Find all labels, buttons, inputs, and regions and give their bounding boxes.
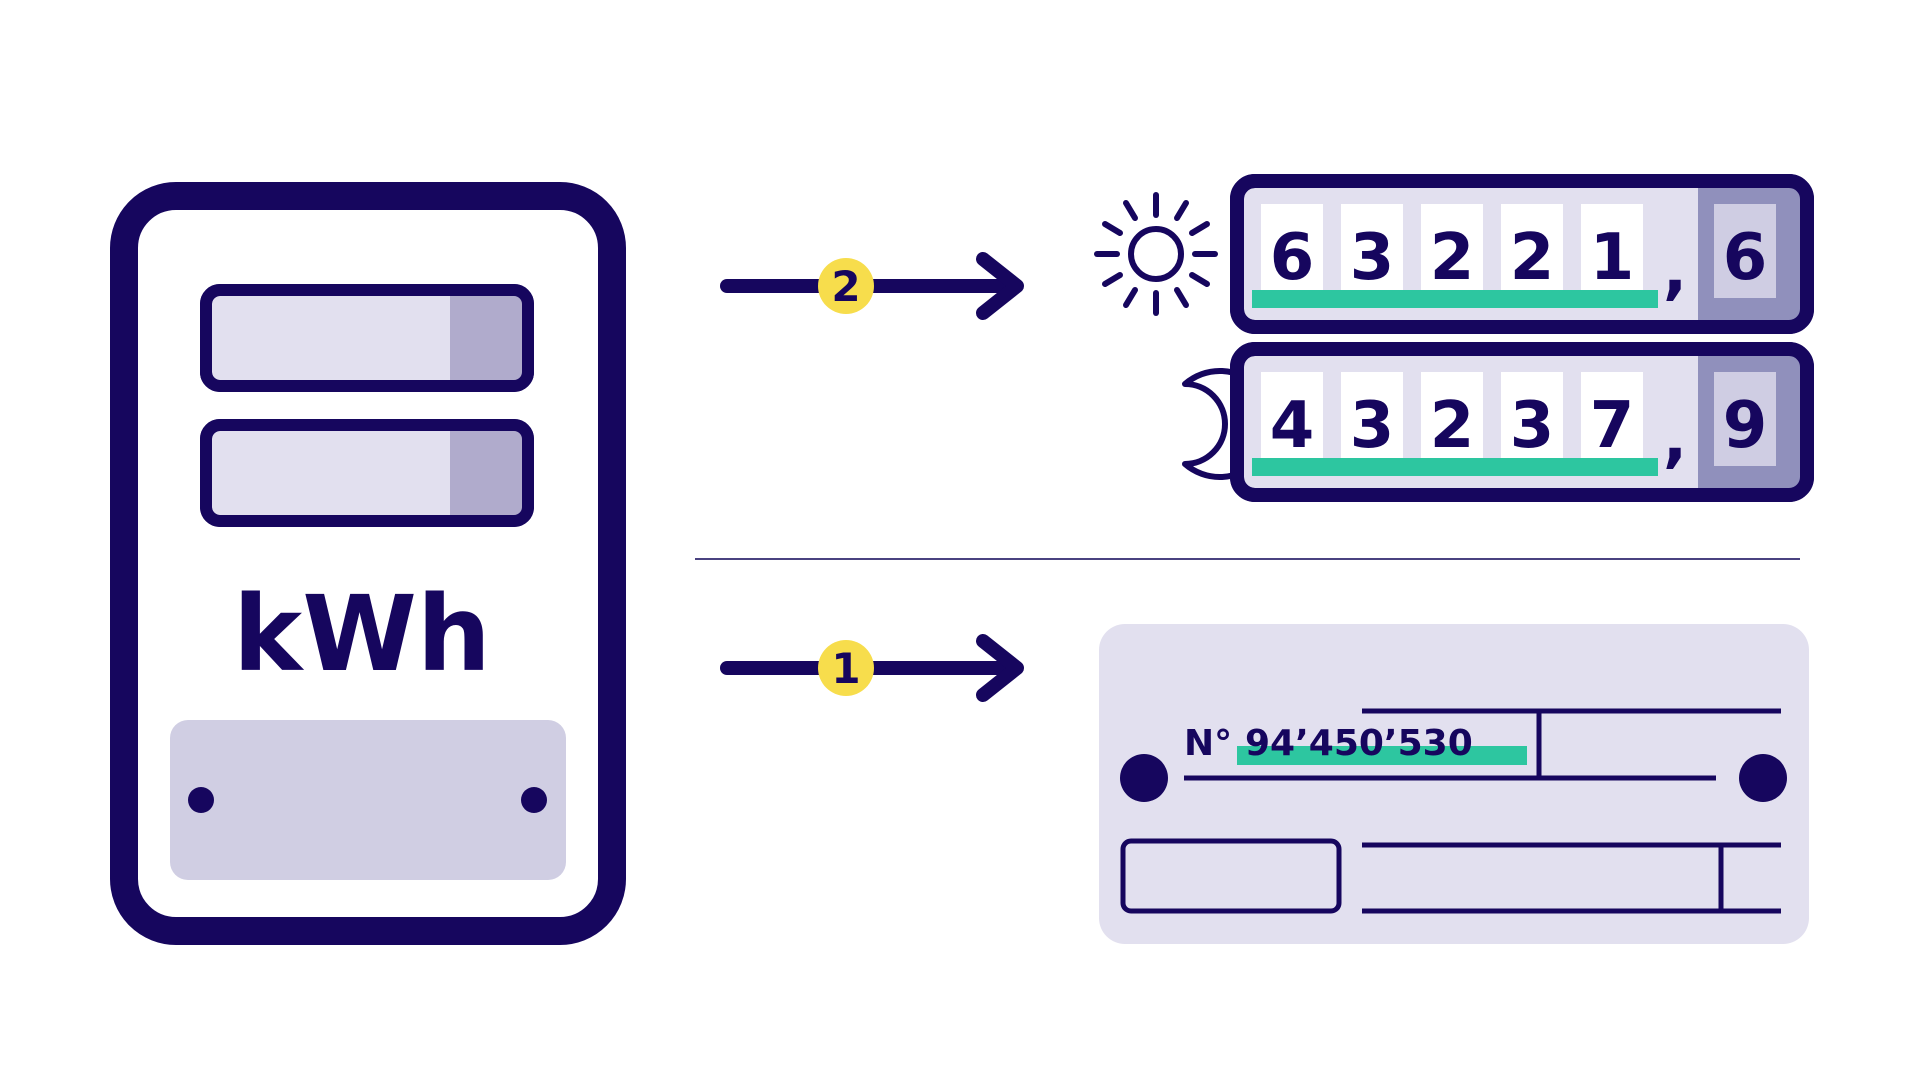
step-badge-1 [818,640,874,696]
step-number-1: 1 [831,644,860,693]
night-digit-box [1421,372,1483,466]
serial-number-prefix: N° [1184,723,1232,764]
night-highlight-bar [1252,458,1658,476]
serial-number: 94’450’530 [1245,723,1473,764]
arrow-to-readings: 2 [720,252,1024,320]
day-decimal-separator: , [1663,234,1687,308]
nameplate: N° 94’450’530 [1099,624,1809,944]
screw-right [521,787,547,813]
day-decimal-digit: 6 [1723,221,1768,295]
night-digit-box [1341,372,1403,466]
nameplate-screw-right [1739,754,1787,802]
night-decimal-box [1714,372,1776,466]
meter-unit-label: kWh [233,573,491,695]
nameplate-screw-left [1120,754,1168,802]
day-highlight-bar [1252,290,1658,308]
day-digit: 2 [1430,221,1475,295]
arrow-to-nameplate: 1 [720,634,1024,702]
night-digit: 4 [1270,389,1315,463]
night-decimal-digit: 9 [1723,389,1768,463]
sun-icon [1094,192,1218,316]
day-digit-box [1261,204,1323,298]
serial-highlight-bar [1237,746,1527,765]
night-digit: 3 [1350,389,1395,463]
day-digit-box [1341,204,1403,298]
day-digit-box [1501,204,1563,298]
day-digit: 6 [1270,221,1315,295]
step-number-2: 2 [831,262,860,311]
day-digit-box [1421,204,1483,298]
day-digit: 3 [1350,221,1395,295]
day-digit: 2 [1510,221,1555,295]
meter-register-top [200,284,534,392]
meter-register-bottom [200,419,534,527]
screw-left [188,787,214,813]
meter-nameplate-area [170,720,566,880]
night-digit-box [1261,372,1323,466]
night-digit-box [1581,372,1643,466]
night-digit-box [1501,372,1563,466]
day-digit: 1 [1590,221,1635,295]
night-digit: 2 [1430,389,1475,463]
day-decimal-box [1714,204,1776,298]
day-digit-box [1581,204,1643,298]
night-decimal-separator: , [1663,402,1687,476]
night-digit: 3 [1510,389,1555,463]
night-digit: 7 [1590,389,1635,463]
electricity-meter: kWh [110,182,626,945]
step-badge-2 [818,258,874,314]
